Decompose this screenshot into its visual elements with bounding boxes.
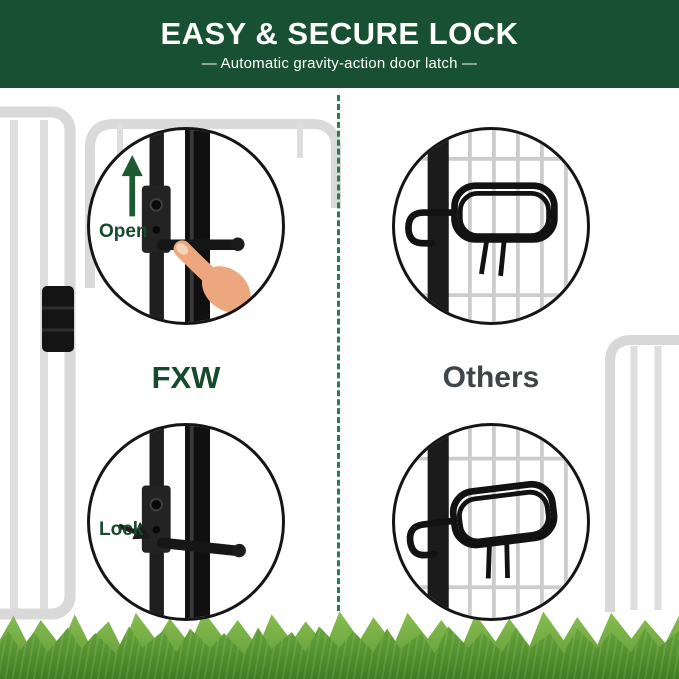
pointing-finger-icon [173,240,251,313]
brand-label-fxw: FXW [151,360,221,395]
fence-background [0,106,679,620]
circle-fxw-open-detail [87,127,285,325]
gate-posts [149,426,210,618]
open-label: Open [99,221,148,242]
lock-label: Lock [99,519,144,540]
wire-hook-latch-icon [406,480,558,579]
center-dashed-divider [337,95,340,611]
wire-hook-latch-icon [405,182,558,277]
circle-others-latch-top [392,127,590,325]
up-arrow-icon [121,154,143,217]
fence-post [427,130,449,322]
right-fence-panel [605,335,679,612]
others-label: Others [442,361,540,394]
lock-arrow-icon [117,522,152,540]
gate-hinge-icon [42,286,74,352]
circle-others-latch-bottom [392,423,590,621]
circle-fxw-lock-detail [87,423,285,621]
banner-subtitle: — Automatic gravity-action door latch — [201,55,478,72]
banner-title: EASY & SECURE LOCK [160,16,519,51]
left-gate-frame [0,106,76,620]
header-banner: EASY & SECURE LOCK — Automatic gravity-a… [0,0,679,88]
